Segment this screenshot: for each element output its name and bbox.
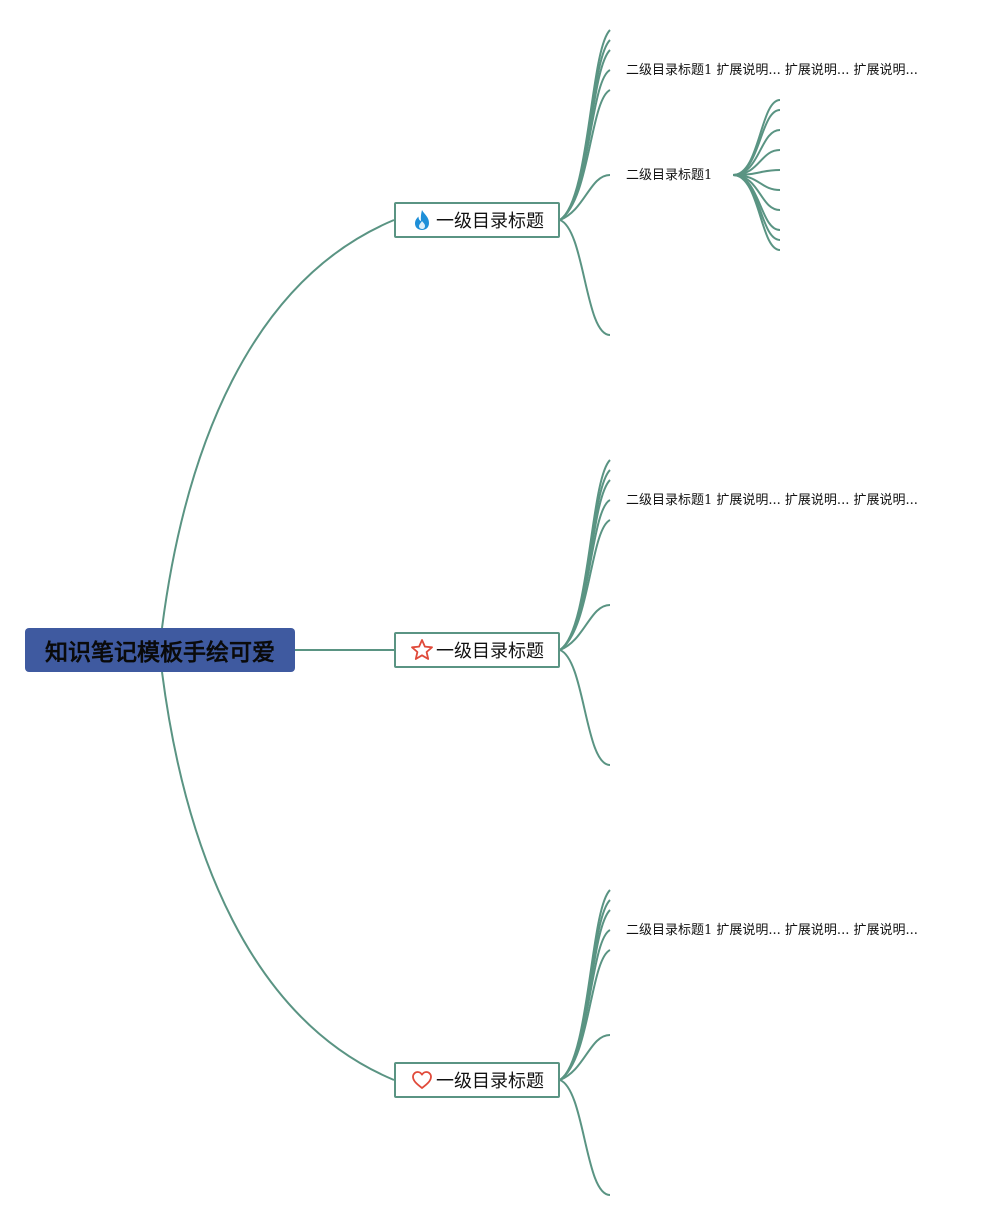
branch-label-1: 一级目录标题 [436,211,544,232]
branch-3-connectors [559,889,611,1196]
sub-topic-3-1[interactable]: 二级目录标题1 扩展说明... 扩展说明... 扩展说明... [626,923,918,938]
sub-topic-1-1[interactable]: 二级目录标题1 扩展说明... 扩展说明... 扩展说明... [626,63,918,78]
branch-1-connectors [559,29,611,336]
star-icon [410,638,434,662]
branch-label-2: 一级目录标题 [436,641,544,662]
sub-topic-2-1[interactable]: 二级目录标题1 扩展说明... 扩展说明... 扩展说明... [626,493,918,508]
connector-root-branch-3 [161,671,395,1081]
fire-icon [410,208,434,232]
branch-1-sub-connectors [732,99,781,251]
branch-2-connectors [559,459,611,766]
branch-label-3: 一级目录标题 [436,1071,544,1092]
sub-topic-1-2[interactable]: 二级目录标题1 [626,168,713,183]
root-label: 知识笔记模板手绘可爱 [45,640,275,666]
branch-node-3[interactable]: 一级目录标题 [394,1062,560,1098]
branch-node-1[interactable]: 一级目录标题 [394,202,560,238]
root-node[interactable]: 知识笔记模板手绘可爱 [25,628,295,672]
branch-node-2[interactable]: 一级目录标题 [394,632,560,668]
connector-root-branch-1 [161,219,395,629]
heart-icon [410,1068,434,1092]
